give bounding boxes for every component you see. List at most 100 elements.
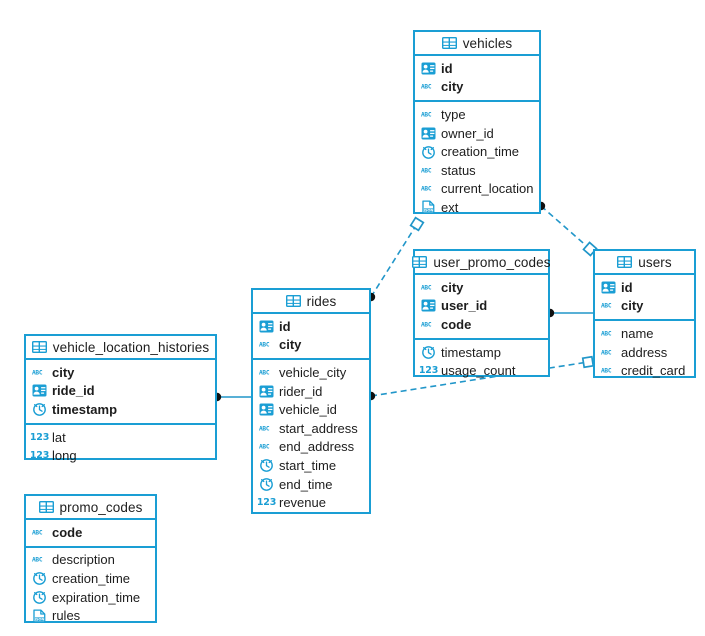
id-card-icon <box>259 403 274 416</box>
column-row-rider_id[interactable]: rider_id <box>253 382 369 401</box>
column-name: vehicle_id <box>279 402 337 418</box>
column-row-vehicle_city[interactable]: ABC vehicle_city <box>253 363 369 382</box>
primary-key-row-city[interactable]: ABC city <box>253 336 369 355</box>
column-row-creation_time[interactable]: creation_time <box>26 569 155 588</box>
entity-table-users[interactable]: users id ABC city ABC name ABC address A… <box>593 249 696 378</box>
json-document-icon: JSON <box>421 200 436 214</box>
svg-text:ABC: ABC <box>32 369 43 376</box>
svg-text:ABC: ABC <box>259 425 270 432</box>
table-title: vehicle_location_histories <box>52 339 210 355</box>
entity-table-vehicle_location_histories[interactable]: vehicle_location_histories ABC city ride… <box>24 334 217 462</box>
relationship-vlh-rides[interactable] <box>212 392 251 402</box>
table-grid-icon <box>31 341 47 353</box>
id-card-icon <box>32 384 47 397</box>
abc-string-icon: ABC <box>32 527 47 538</box>
relationship-upc-vehicles[interactable] <box>536 201 598 257</box>
column-row-status[interactable]: ABC status <box>415 161 539 180</box>
entity-table-rides[interactable]: rides id ABC city ABC vehicle_city rider… <box>251 288 371 514</box>
123-number-icon: 123 <box>29 450 50 462</box>
column-row-address[interactable]: ABC address <box>595 343 694 362</box>
svg-text:ABC: ABC <box>259 370 270 377</box>
svg-text:ABC: ABC <box>32 557 43 564</box>
column-name: expiration_time <box>52 589 141 605</box>
column-name: city <box>279 337 302 353</box>
123-number-icon: 123 <box>418 365 439 377</box>
column-row-vehicle_id[interactable]: vehicle_id <box>253 400 369 419</box>
relationship-many-marker <box>581 355 595 369</box>
primary-key-row-city[interactable]: ABC city <box>595 297 694 316</box>
column-row-end_time[interactable]: end_time <box>253 475 369 494</box>
clock-icon <box>259 477 274 491</box>
entity-table-vehicles[interactable]: vehicles id ABC city ABC type owner_id <box>413 30 541 214</box>
entity-table-user_promo_codes[interactable]: user_promo_codes ABC city user_id ABC co… <box>412 249 550 377</box>
abc-string-icon: ABC <box>259 441 274 452</box>
123-number-icon: 123 <box>29 431 50 443</box>
abc-string-icon: ABC <box>259 339 274 350</box>
table-title: users <box>638 254 672 270</box>
clock-icon <box>421 345 436 359</box>
column-row-expiration_time[interactable]: expiration_time <box>26 588 155 607</box>
table-header-promo_codes: promo_codes <box>26 496 155 520</box>
primary-key-row-code[interactable]: ABC code <box>415 315 548 334</box>
abc-string-icon: ABC <box>32 554 47 565</box>
id-card-icon <box>421 127 436 140</box>
column-name: rules <box>52 608 81 624</box>
column-row-name[interactable]: ABC name <box>595 324 694 343</box>
primary-key-row-city[interactable]: ABC city <box>26 363 215 382</box>
primary-key-section: id ABC city <box>595 275 694 322</box>
column-name: current_location <box>441 181 534 197</box>
clock-icon <box>32 402 47 417</box>
svg-text:ABC: ABC <box>421 322 432 329</box>
column-name: usage_count <box>441 363 516 379</box>
column-row-end_address[interactable]: ABC end_address <box>253 438 369 457</box>
abc-string-icon: ABC <box>421 183 436 194</box>
column-row-rules[interactable]: JSON rules <box>26 606 155 625</box>
column-row-start_address[interactable]: ABC start_address <box>253 419 369 438</box>
primary-key-row-id[interactable]: id <box>253 317 369 336</box>
table-title: rides <box>306 293 337 309</box>
column-row-current_location[interactable]: ABC current_location <box>415 180 539 199</box>
primary-key-section: ABC code <box>26 520 155 548</box>
id-card-icon <box>259 320 274 333</box>
column-row-ext[interactable]: JSON ext <box>415 198 539 217</box>
table-header-rides: rides <box>253 290 369 314</box>
primary-key-row-user_id[interactable]: user_id <box>415 297 548 316</box>
primary-key-row-ride_id[interactable]: ride_id <box>26 382 215 401</box>
column-name: vehicle_city <box>279 364 347 380</box>
column-row-credit_card[interactable]: ABC credit_card <box>595 361 694 380</box>
abc-string-icon: ABC <box>601 347 616 358</box>
column-row-timestamp[interactable]: timestamp <box>415 343 548 362</box>
id-card-icon <box>421 299 436 312</box>
primary-key-row-id[interactable]: id <box>595 278 694 297</box>
column-row-start_time[interactable]: start_time <box>253 456 369 475</box>
clock-icon <box>32 590 47 604</box>
primary-key-row-city[interactable]: ABC city <box>415 278 548 297</box>
column-name: rider_id <box>279 383 323 399</box>
column-row-owner_id[interactable]: owner_id <box>415 124 539 143</box>
column-name: id <box>441 60 453 76</box>
primary-key-row-timestamp[interactable]: timestamp <box>26 400 215 419</box>
column-name: start_time <box>279 457 337 473</box>
table-header-user_promo_codes: user_promo_codes <box>412 251 550 275</box>
primary-key-row-city[interactable]: ABC city <box>415 78 539 97</box>
column-name: status <box>441 162 476 178</box>
primary-key-row-code[interactable]: ABC code <box>26 523 155 542</box>
table-title: promo_codes <box>59 499 143 515</box>
primary-key-row-id[interactable]: id <box>415 59 539 78</box>
svg-text:ABC: ABC <box>601 368 612 375</box>
relationship-upc-users[interactable] <box>545 308 593 318</box>
entity-table-promo_codes[interactable]: promo_codes ABC code ABC description cre… <box>24 494 157 623</box>
column-name: user_id <box>441 298 488 314</box>
column-name: end_time <box>279 476 333 492</box>
column-row-type[interactable]: ABC type <box>415 105 539 124</box>
svg-text:ABC: ABC <box>421 112 432 119</box>
column-row-description[interactable]: ABC description <box>26 551 155 570</box>
column-name: city <box>52 364 75 380</box>
abc-string-icon: ABC <box>259 367 274 378</box>
column-row-creation_time[interactable]: creation_time <box>415 142 539 161</box>
